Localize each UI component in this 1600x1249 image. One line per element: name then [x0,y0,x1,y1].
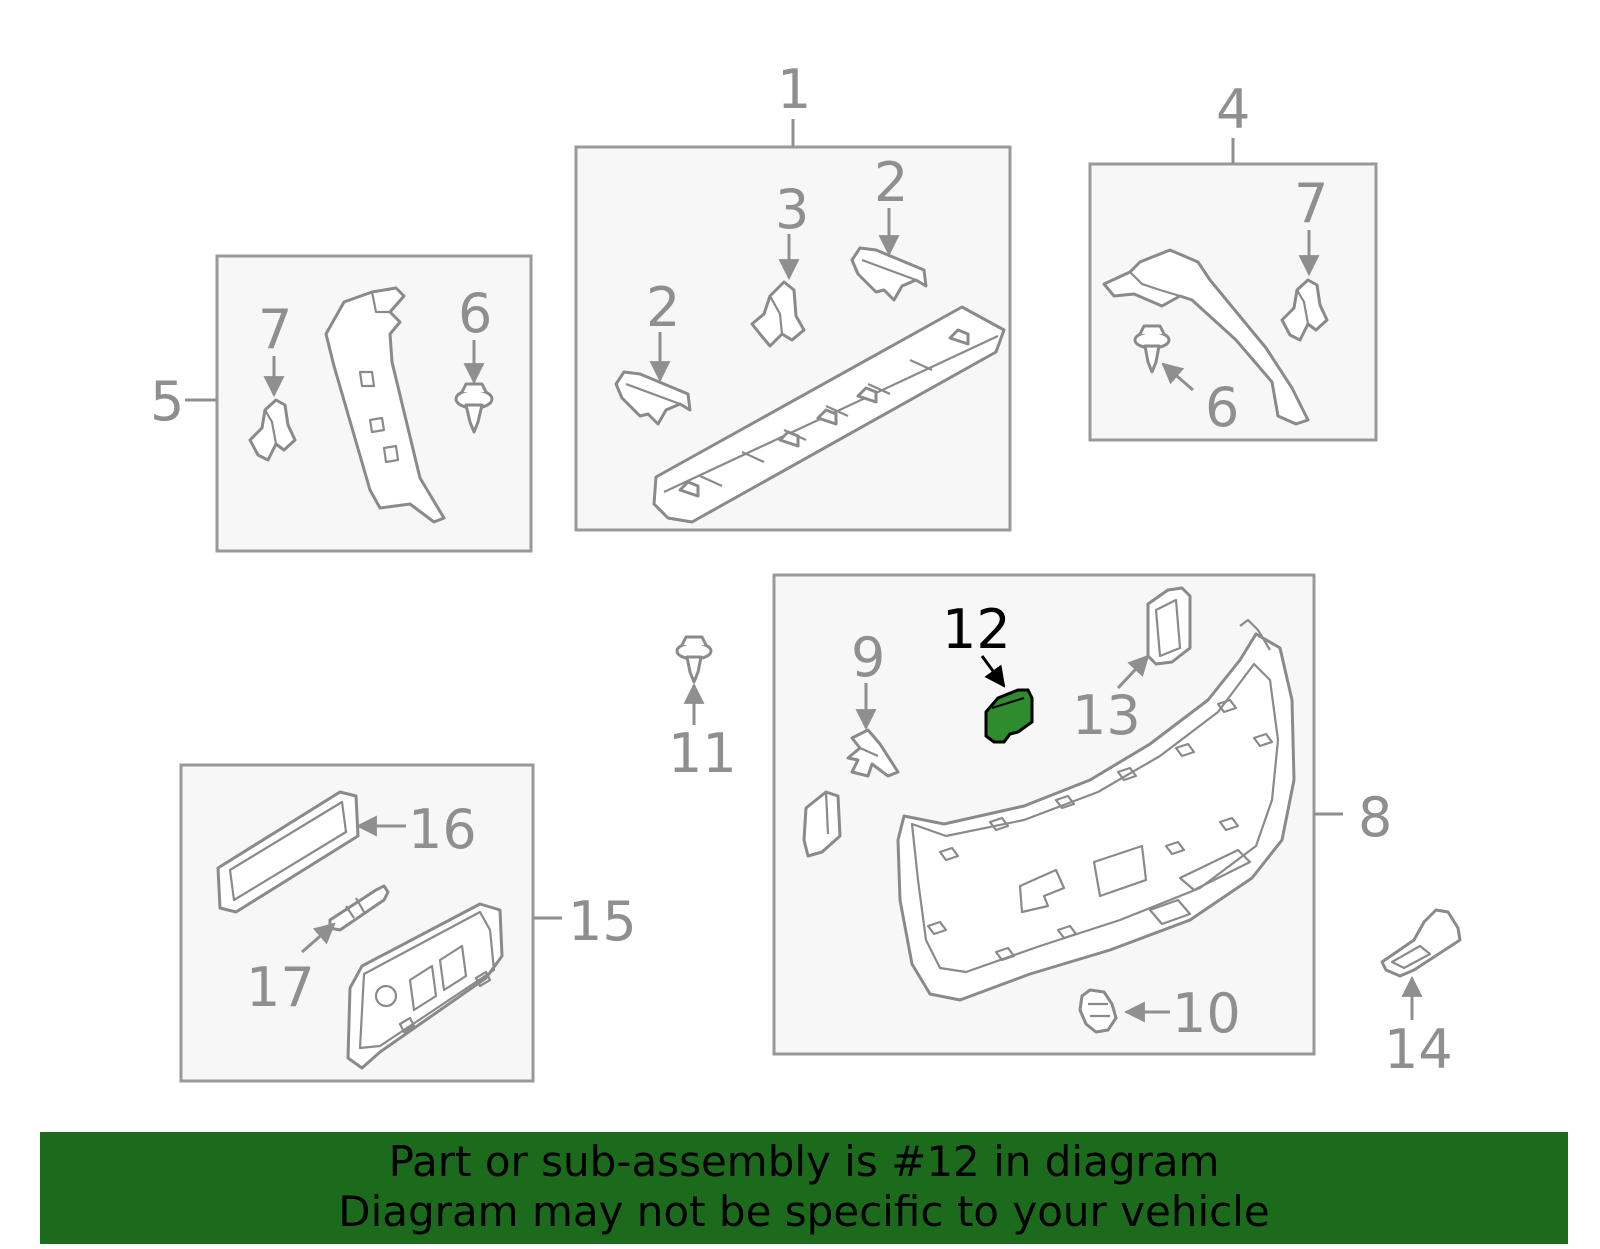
retainer-clip-7-right [1280,278,1329,342]
callout-7-right: 7 [1294,172,1328,235]
plug-12-highlighted [984,688,1034,744]
callout-16: 16 [408,798,477,861]
callout-10: 10 [1172,982,1241,1045]
group-15: 15 16 17 [179,763,637,1083]
lamp-housing [346,902,504,1070]
callout-2-right: 2 [874,151,908,214]
group-8: 8 9 13 [772,573,1392,1056]
clip-3 [750,280,806,348]
callout-6-right: 6 [1205,376,1239,439]
clip-2-left [614,370,692,426]
group-4: 4 7 6 [1088,78,1378,442]
pillar-trim-panel [324,286,446,524]
push-pin-6-right [1133,324,1171,374]
callout-4: 4 [1216,78,1250,141]
group-1: 1 2 3 2 [574,58,1012,532]
callout-3: 3 [775,178,809,241]
callout-17: 17 [246,956,315,1019]
group-5: 5 7 6 [150,254,533,553]
callout-12: 12 [942,598,1011,661]
clip-9 [846,728,900,778]
callout-11: 11 [668,722,737,785]
callout-14: 14 [1384,1018,1453,1081]
callout-2-left: 2 [646,276,680,339]
liftgate-trim-panel [896,618,1296,1002]
clip-2-right [850,246,928,302]
lamp-14 [1380,908,1462,978]
callout-13: 13 [1072,684,1141,747]
retainer-clip-7 [248,398,297,462]
callout-8: 8 [1358,786,1392,849]
banner-line-2: Diagram may not be specific to your vehi… [338,1187,1270,1236]
group-4-box [1088,162,1378,442]
info-banner: Part or sub-assembly is #12 in diagram D… [40,1132,1568,1244]
callout-1: 1 [777,58,811,121]
handle-trim [1102,248,1310,426]
callout-5: 5 [150,370,184,433]
scuff-plate [652,305,1006,524]
small-cover [802,790,842,858]
banner-line-1: Part or sub-assembly is #12 in diagram [388,1137,1220,1186]
push-pin-6-left [454,382,494,434]
cover-13 [1146,586,1192,666]
callout-15: 15 [568,890,637,953]
callout-6-left: 6 [458,282,492,345]
callout-9: 9 [851,626,885,689]
push-pin-10 [1078,988,1118,1034]
push-pin-11 [675,635,713,684]
callout-7-left: 7 [258,298,292,361]
